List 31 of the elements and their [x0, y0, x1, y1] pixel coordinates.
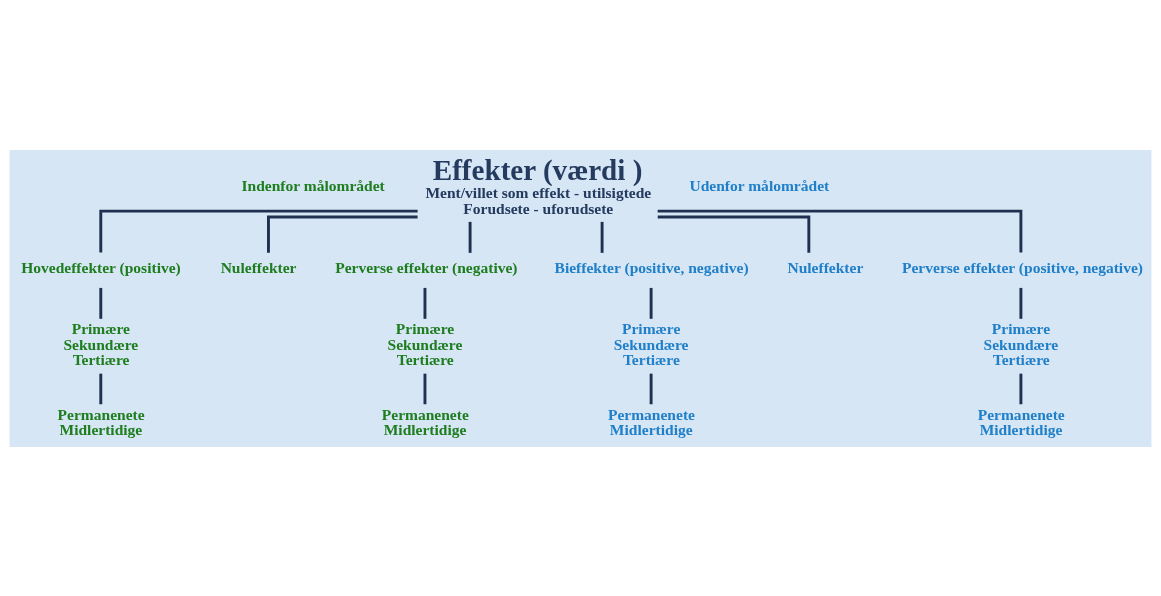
node-text: Bieffekter (positive, negative): [554, 258, 749, 276]
node-text: Nuleffekter: [787, 258, 864, 276]
node-text: Permanenete Midlertidige: [57, 405, 145, 438]
connector: [649, 287, 653, 319]
connector: [423, 373, 427, 404]
label: Indenfor målområdet: [241, 176, 385, 194]
connector: [267, 215, 418, 253]
node-text: Primære Sekundære Tertiære: [387, 319, 463, 368]
node-text: Primære Sekundære Tertiære: [613, 319, 689, 368]
connector: [99, 373, 103, 404]
connector: [649, 373, 653, 404]
connector: [1019, 373, 1023, 404]
node-text: Perverse effekter (positive, negative): [902, 258, 1143, 276]
node-text: Hovedeffekter (positive): [21, 258, 181, 276]
connector: [657, 215, 811, 253]
connector: [99, 209, 418, 253]
node-text: Permanenete Midlertidige: [607, 405, 695, 438]
connector: [600, 221, 604, 253]
connector: [99, 287, 103, 319]
label: Udenfor målområdet: [689, 176, 830, 194]
node-text: Primære Sekundære Tertiære: [983, 319, 1059, 368]
node-text: Perverse effekter (negative): [335, 258, 518, 276]
connector: [657, 209, 1023, 253]
node-text: Nuleffekter: [220, 258, 297, 276]
connector: [423, 287, 427, 319]
node-text: Permanenete Midlertidige: [381, 405, 469, 438]
connector: [468, 221, 472, 253]
node-text: Effekter (værdi ) Ment/villet som effekt - utilsigtede Forudsete - uforudsete: [425, 153, 652, 217]
node-text: Primære Sekundære Tertiære: [63, 319, 139, 368]
node-text: Permanenete Midlertidige: [977, 405, 1065, 438]
connector: [1019, 287, 1023, 319]
